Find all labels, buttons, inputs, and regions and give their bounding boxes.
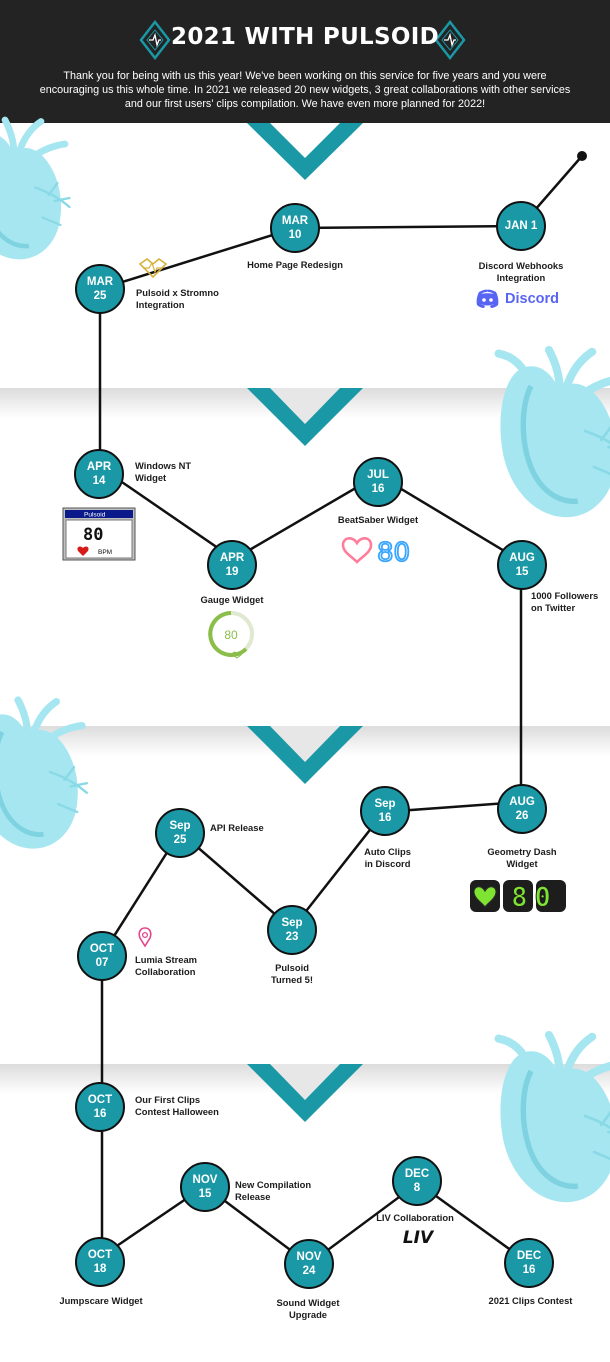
event-label-apr19: Gauge Widget (200, 594, 264, 605)
winnt-unit: BPM (98, 549, 112, 556)
discord-logo-icon (476, 289, 499, 308)
node-jan1[interactable]: JAN 1 (496, 201, 546, 251)
chevron-inner (270, 123, 340, 158)
heart-outline-icon (341, 537, 373, 564)
event-label-dec8: LIV Collaboration (376, 1212, 454, 1223)
event-label-apr14: Windows NT Widget (135, 460, 192, 483)
winnt-value: 80 (83, 525, 103, 545)
event-label-oct16: Our First Clips Contest Halloween (135, 1094, 219, 1117)
timeline-start-dot (577, 151, 587, 161)
heart-icon (232, 651, 242, 659)
gauge-widget: 80 (208, 611, 254, 659)
event-label-oct07: Lumia Stream Collaboration (135, 954, 197, 977)
header-decor (139, 19, 466, 61)
anatomical-heart-icon (499, 350, 610, 517)
diamond-logo-icon (434, 19, 466, 61)
header: 2021 WITH PULSOID Thank you for being wi… (0, 0, 610, 123)
event-label-nov24: Sound Widget Upgrade (276, 1297, 340, 1320)
windows-nt-widget: Pulsoid 80 BPM (62, 507, 136, 561)
event-label-jul16: BeatSaber Widget (337, 514, 419, 525)
anatomical-heart-icon (0, 120, 70, 259)
diamond-logo-icon (139, 19, 171, 61)
geometry-dash-widget: 80 (470, 880, 566, 914)
event-label-mar10: Home Page Redesign (247, 259, 343, 270)
heart-icon (77, 546, 89, 556)
event-label-jan1: Discord Webhooks Integration (478, 260, 564, 283)
beatsaber-widget: 80 (341, 537, 411, 569)
anatomical-heart-icon (0, 700, 87, 849)
event-label-sep23: Pulsoid Turned 5! (270, 962, 313, 985)
event-label-oct18: Jumpscare Widget (59, 1295, 143, 1306)
winnt-title: Pulsoid (84, 512, 106, 519)
event-label-sep25: API Release (210, 822, 264, 833)
event-label-mar25: Pulsoid x Stromno Integration (136, 287, 219, 310)
geometry-value: 80 (511, 882, 558, 913)
lumia-logo (138, 927, 152, 948)
event-label-aug15: 1000 Followers on Twitter (531, 590, 599, 613)
discord-wordmark: Discord (505, 291, 559, 307)
event-label-nov15: New Compilation Release (235, 1179, 312, 1202)
event-label-aug26: Geometry Dash Widget (487, 846, 557, 869)
event-label-dec16: 2021 Clips Contest (488, 1295, 573, 1306)
heart-icon (473, 886, 497, 908)
chevron-inner (270, 726, 340, 762)
chevron-inner (270, 388, 340, 424)
beatsaber-value: 80 (377, 538, 410, 568)
chevron-inner (270, 1064, 340, 1100)
intro-text: Thank you for being with us this year! W… (39, 70, 571, 110)
liv-logo: LIV (403, 1228, 435, 1248)
event-label-sep16: Auto Clips in Discord (364, 846, 411, 869)
stromno-logo (138, 257, 168, 279)
gauge-value: 80 (224, 628, 238, 642)
page-title: 2021 WITH PULSOID (171, 24, 439, 50)
anatomical-heart-icon (499, 1035, 610, 1202)
